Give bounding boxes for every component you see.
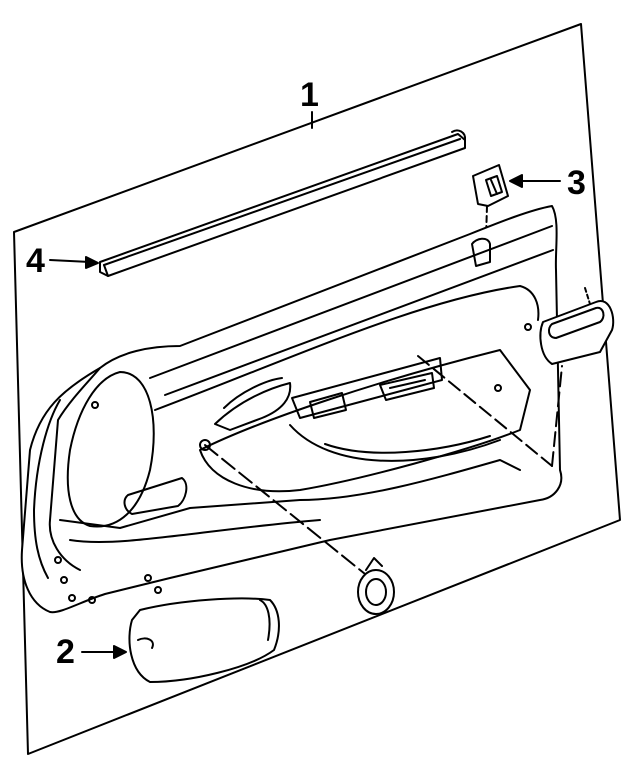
weatherstrip-part	[100, 130, 465, 276]
callout-1: 1	[300, 76, 319, 114]
arrow-2	[82, 646, 126, 658]
crank-escutcheon-part	[205, 445, 394, 614]
callout-4: 4	[26, 242, 45, 280]
arrow-4	[50, 257, 98, 268]
callout-2: 2	[56, 633, 75, 671]
callout-3: 3	[567, 164, 586, 202]
leader-dash-a	[418, 356, 552, 466]
handle-bezel-part	[540, 288, 613, 364]
door-trim-panel-part	[22, 206, 562, 612]
arrow-3	[510, 175, 560, 187]
switch-bezel-part	[473, 165, 508, 238]
leader-dash-b	[552, 366, 562, 466]
backing-plate-outline	[14, 24, 620, 754]
armrest-part	[129, 598, 278, 682]
